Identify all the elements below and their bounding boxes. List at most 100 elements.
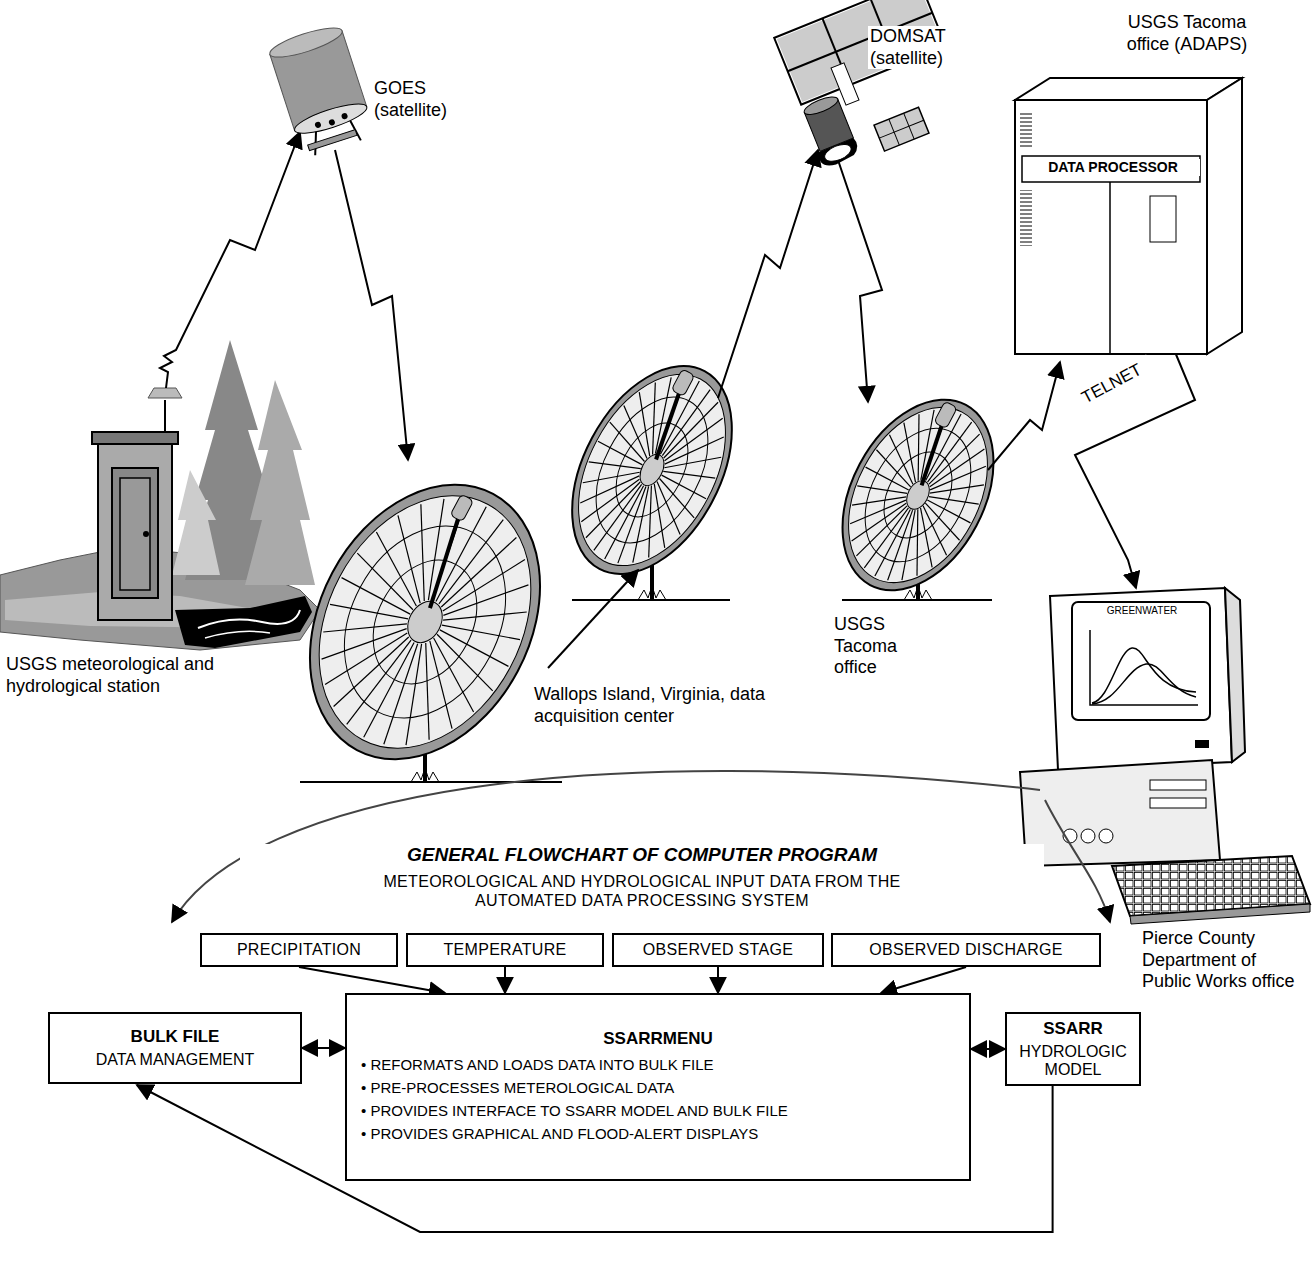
satellite-dish-part-part [930,448,986,507]
satellite-dish-part-part [852,489,907,555]
personal-computer-part [1072,602,1210,720]
personal-computer-part [1092,648,1196,703]
flow-arrow [299,967,445,993]
goes-satellite-part [308,130,357,151]
satellite-dish-part [812,374,1024,616]
satellite-dish [264,445,586,800]
station-label: Pierce County Department of Public Works… [1140,928,1312,993]
box-text: • PROVIDES INTERFACE TO SSARR MODEL AND … [355,1099,961,1122]
satellite-dish-part-part [312,498,537,746]
satellite-dish-part-part [930,464,984,514]
hydrological-station-part [143,531,149,537]
program-input-arrows-part [1045,800,1110,922]
satellite-dish-part-part [353,542,498,702]
satellite-dish-part-part [671,369,695,397]
satellite-dish-part-part [401,595,449,648]
satellite-dish-part-part [902,477,934,513]
hydrological-station-part [172,470,220,575]
data-processor-cabinet-part [1015,100,1207,354]
hydrological-station-part [98,440,172,620]
satellite-dish-part-part [930,435,985,501]
station-label: USGS meteorological and hydrological sta… [4,654,238,697]
satellite-dish-part-part [413,510,477,608]
personal-computer-part [1130,904,1310,924]
satellite-dish-part-part [322,600,407,688]
box-text: • REFORMATS AND LOADS DATA INTO BULK FIL… [355,1053,961,1076]
radio-links-part [838,160,882,402]
goes-satellite-part [267,22,345,63]
personal-computer-part [1225,588,1245,762]
box-title: OBSERVED STAGE [622,941,814,959]
box-text: • PRE-PROCESSES METEROLOGICAL DATA [355,1076,961,1099]
satellite-dish-part-part [364,642,414,737]
satellite-dish-part-part [355,532,439,606]
satellite-dish-part-part [820,384,1015,607]
satellite-dish-part-part [386,643,468,740]
satellite-dish-part [638,586,666,600]
flow-arrow [717,967,719,993]
flow-arrow [302,1047,345,1049]
satellite-dish-part [572,599,730,601]
satellite-dish-part-part [934,401,958,429]
process-box: SSARRMENU • REFORMATS AND LOADS DATA INTO… [345,993,971,1181]
flow-arrow [504,967,506,993]
screen-label: GREENWATER [1096,605,1188,617]
personal-computer-part [1020,760,1220,866]
hydrological-station [0,340,320,650]
program-input-arrows [172,771,1110,922]
radio-links-part [548,570,638,668]
input-data-box: OBSERVED DISCHARGE [831,933,1101,967]
domsat-satellite-part-part [822,141,853,164]
box-text: HYDROLOGIC MODEL [1015,1043,1131,1079]
domsat-satellite-part [874,107,929,151]
satellite-dish-part-part [573,378,731,561]
satellite-dish-part [539,339,764,601]
satellite-dish-part-part [621,486,679,558]
satellite-dish-part-part [594,479,642,556]
satellite-dish-part-part [443,556,528,644]
satellite-dish-part-part [369,644,433,744]
domsat-satellite-part-part [817,138,861,170]
satellite-dish-part-part [874,435,928,485]
satellite-dish-part-part [607,405,664,458]
personal-computer-part [1092,664,1196,704]
link-label: TELNET [1068,355,1155,414]
satellite-dish-part-part [346,553,424,610]
satellite-dish-part-part [929,424,980,494]
satellite-dish-part-part [878,510,922,580]
data-processor-cabinet-part [1150,196,1176,242]
hydrological-station-part [92,432,178,444]
satellite-label: GOES (satellite) [372,78,476,121]
satellite-dish-part-part [601,411,702,529]
data-processor-cabinet [1015,78,1242,354]
satellite-dish-part-part [890,509,945,575]
process-box: SSARR HYDROLOGIC MODEL [1005,1012,1141,1086]
satellite-dish-part-part [436,507,486,602]
radio-links-part [718,150,818,398]
box-title: SSARRMENU [355,1029,961,1049]
data-processor-cabinet-part [1022,156,1200,182]
box-title: SSARR [1015,1019,1131,1039]
goes-satellite-part [314,121,322,129]
personal-computer [1020,588,1310,924]
flowchart-title: GENERAL FLOWCHART OF COMPUTER PROGRAM [240,844,1044,867]
input-data-box: PRECIPITATION [200,933,398,967]
domsat-satellite-part [799,93,861,169]
domsat-satellite-part-part [874,107,929,151]
satellite-dish-part-part [664,436,721,489]
satellite-dish-part-part [264,445,586,800]
satellite-dish-part-part [864,503,908,573]
personal-computer-part [1150,780,1206,790]
hydrological-station-part [148,388,182,398]
satellite-dish-part-part [625,383,683,455]
satellite-dish [539,339,764,601]
satellite-dish-part-part [539,339,764,601]
satellite-dish-part-part [812,374,1024,616]
hydrological-station-part [164,400,166,432]
hydrological-station-part [198,610,300,628]
domsat-satellite-part-part [879,120,924,138]
radio-links-part [160,132,300,388]
satellite-dish-part-part [442,604,520,661]
satellite-dish-part-part [635,450,669,489]
